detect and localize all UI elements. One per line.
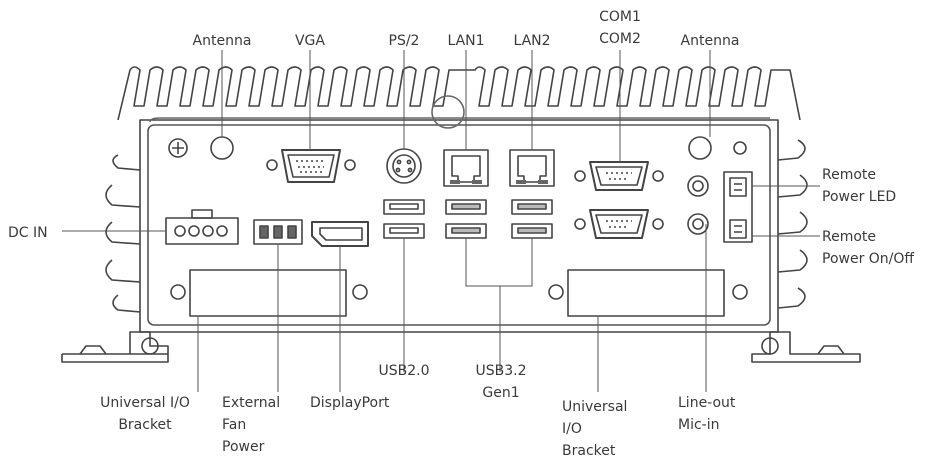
- fan-power-header: [253, 219, 303, 245]
- label-universal-io-right: Universal I/O Bracket: [562, 396, 627, 462]
- label-usb20: USB2.0: [378, 363, 430, 379]
- displayport-port: [311, 221, 369, 247]
- ground-screw: [168, 138, 188, 158]
- label-universal-io-left: Universal I/O Bracket: [86, 392, 204, 436]
- line-out-jack: [687, 175, 709, 197]
- vga-port: [266, 149, 356, 183]
- usb20-port-1: [383, 199, 425, 215]
- label-line: Remote: [822, 229, 877, 245]
- label-remote-power-onoff: Remote Power On/Off: [822, 226, 914, 270]
- label-lan1: LAN1: [447, 33, 485, 49]
- lan1-port: [443, 149, 489, 187]
- mounting-foot-right: [751, 331, 861, 363]
- heatsink-fin-profile: [117, 66, 801, 121]
- label-remote-power-led: Remote Power LED: [822, 164, 896, 208]
- heatsink-fins-top: [117, 66, 801, 121]
- label-antenna-right: Antenna: [680, 33, 740, 49]
- label-displayport: DisplayPort: [310, 395, 390, 411]
- mic-in-jack: [687, 213, 709, 235]
- antenna-connector-left: [210, 136, 234, 160]
- label-lan2: LAN2: [513, 33, 551, 49]
- chassis-body: [139, 119, 779, 333]
- label-com2: COM2: [599, 31, 641, 47]
- label-com1-com2: COM1 COM2: [588, 6, 652, 50]
- label-external-fan-power: External Fan Power: [222, 392, 280, 458]
- com1-port: [574, 161, 664, 191]
- mounting-foot-left: [61, 331, 169, 363]
- label-line: Universal: [562, 399, 628, 415]
- heatsink-fins-left: [105, 154, 141, 313]
- heatsink-fins-right: [777, 139, 808, 309]
- label-line: USB3.2: [475, 363, 527, 379]
- label-line: I/O: [562, 421, 582, 437]
- label-line: Power LED: [822, 189, 897, 205]
- label-vga: VGA: [294, 33, 325, 49]
- label-line: Gen1: [482, 385, 520, 401]
- com2-port: [574, 209, 664, 239]
- label-line: Remote: [822, 167, 877, 183]
- label-lineout-micin: Line-out Mic-in: [678, 392, 735, 436]
- label-line: Fan: [222, 417, 247, 433]
- ps2-port: [386, 148, 422, 184]
- label-com1: COM1: [599, 9, 641, 25]
- usb32-ports: [445, 199, 553, 239]
- antenna-connector-right: [688, 136, 712, 160]
- remote-power-header: [723, 171, 753, 243]
- label-dc-in: DC IN: [8, 225, 48, 241]
- label-line: Bracket: [118, 417, 172, 433]
- dc-in-terminal: [165, 209, 239, 245]
- label-ps2: PS/2: [388, 33, 420, 49]
- front-panel: [147, 124, 771, 326]
- screw: [733, 141, 747, 155]
- label-antenna-left: Antenna: [192, 33, 252, 49]
- label-line: Mic-in: [678, 417, 720, 433]
- leader-lines: [62, 50, 820, 392]
- label-line: Power On/Off: [822, 251, 915, 267]
- label-line: External: [222, 395, 281, 411]
- label-line: Universal I/O: [100, 395, 190, 411]
- lan2-port: [509, 149, 555, 187]
- universal-io-bracket-left: [170, 269, 368, 317]
- label-line: Power: [222, 439, 265, 455]
- label-line: Line-out: [678, 395, 736, 411]
- universal-io-bracket-right: [548, 269, 748, 317]
- label-line: Bracket: [562, 443, 616, 459]
- label-usb32: USB3.2 Gen1: [466, 360, 536, 404]
